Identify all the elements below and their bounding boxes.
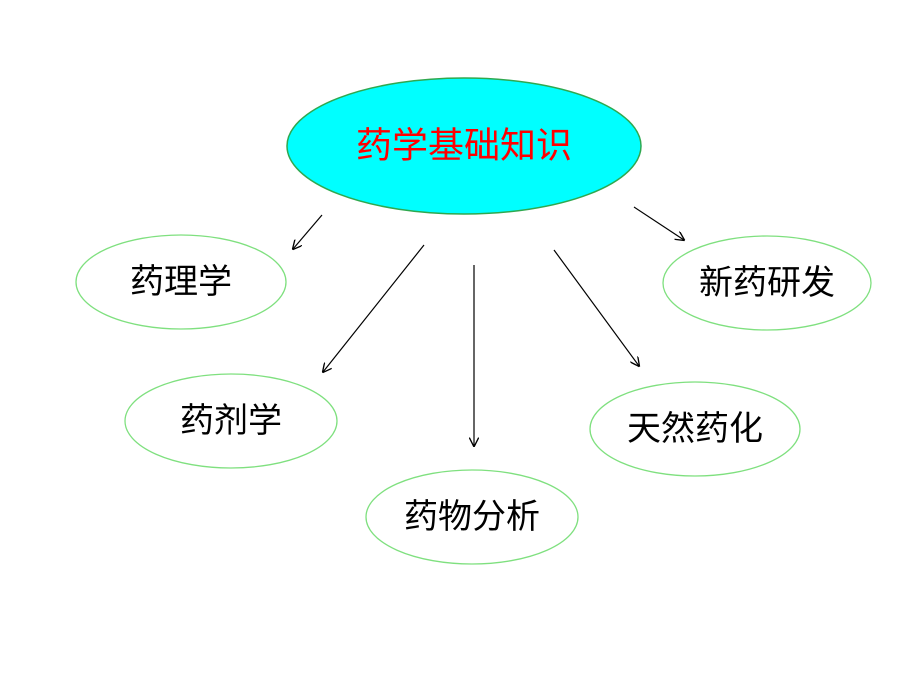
node-new-drug-development-label: 新药研发 (699, 263, 835, 303)
node-pharmacology-label: 药理学 (130, 262, 232, 302)
node-pharmacology-shape (75, 234, 287, 330)
arrow-to-natural-medicinal-chemistry (553, 249, 639, 366)
node-natural-medicinal-chemistry: 天然药化 (589, 381, 801, 477)
node-new-drug-development-shape (662, 235, 872, 331)
node-natural-medicinal-chemistry-shape (589, 381, 801, 477)
node-new-drug-development: 新药研发 (662, 235, 872, 331)
node-pharmaceutical-analysis-shape (365, 469, 579, 565)
center-node-label: 药学基础知识 (356, 126, 572, 167)
center-node: 药学基础知识 (286, 77, 642, 215)
node-pharmaceutical-analysis-label: 药物分析 (404, 497, 540, 537)
node-natural-medicinal-chemistry-label: 天然药化 (627, 409, 763, 449)
node-pharmaceutical-analysis: 药物分析 (365, 469, 579, 565)
arrow-to-pharmacology (293, 214, 323, 249)
node-pharmaceutics-shape (124, 373, 338, 469)
node-pharmaceutics-label: 药剂学 (180, 401, 282, 441)
arrow-to-new-drug-development (633, 206, 684, 240)
node-pharmaceutics: 药剂学 (124, 373, 338, 469)
center-node-shape (286, 77, 642, 215)
arrow-to-pharmaceutics (323, 244, 425, 372)
node-pharmacology: 药理学 (75, 234, 287, 330)
